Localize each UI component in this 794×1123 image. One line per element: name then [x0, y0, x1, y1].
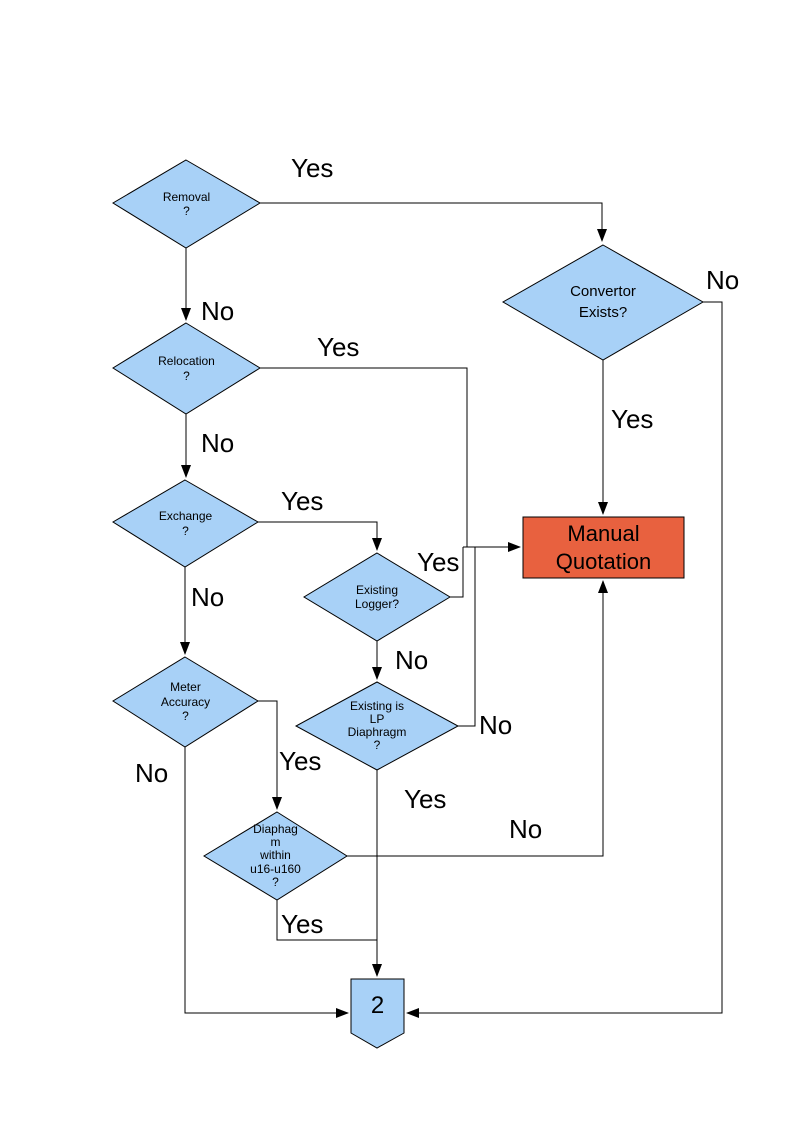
decision-existing-logger	[303, 552, 451, 642]
decision-removal	[112, 159, 261, 249]
decision-exchange	[112, 479, 259, 568]
edge-convertor-no-to-connector	[406, 301, 723, 1018]
edge-diaphragm-range-no-to-manual-quotation	[347, 580, 608, 857]
process-manual-quotation	[522, 516, 685, 579]
edge-exchange-yes-to-existing-logger	[258, 521, 382, 551]
edge-lp-diaphragm-no-branch	[458, 547, 476, 727]
edge-removal-yes-to-convertor	[260, 202, 607, 242]
offpage-connector-2	[350, 978, 405, 1049]
edge-meter-accuracy-no-to-connector	[184, 747, 349, 1018]
edge-meter-accuracy-yes-to-diaphragm-range	[258, 700, 282, 810]
edge-existing-logger-yes-branch	[450, 547, 464, 598]
decision-meter-accuracy	[112, 656, 259, 748]
edge-diaphragm-range-yes-branch	[276, 900, 377, 941]
decision-diaphragm-range	[203, 811, 348, 901]
edge-relocation-yes-branch	[260, 367, 468, 547]
decision-existing-lp-diaphragm	[294, 681, 460, 771]
decision-relocation	[112, 322, 261, 415]
decision-convertor-exists	[501, 244, 705, 361]
